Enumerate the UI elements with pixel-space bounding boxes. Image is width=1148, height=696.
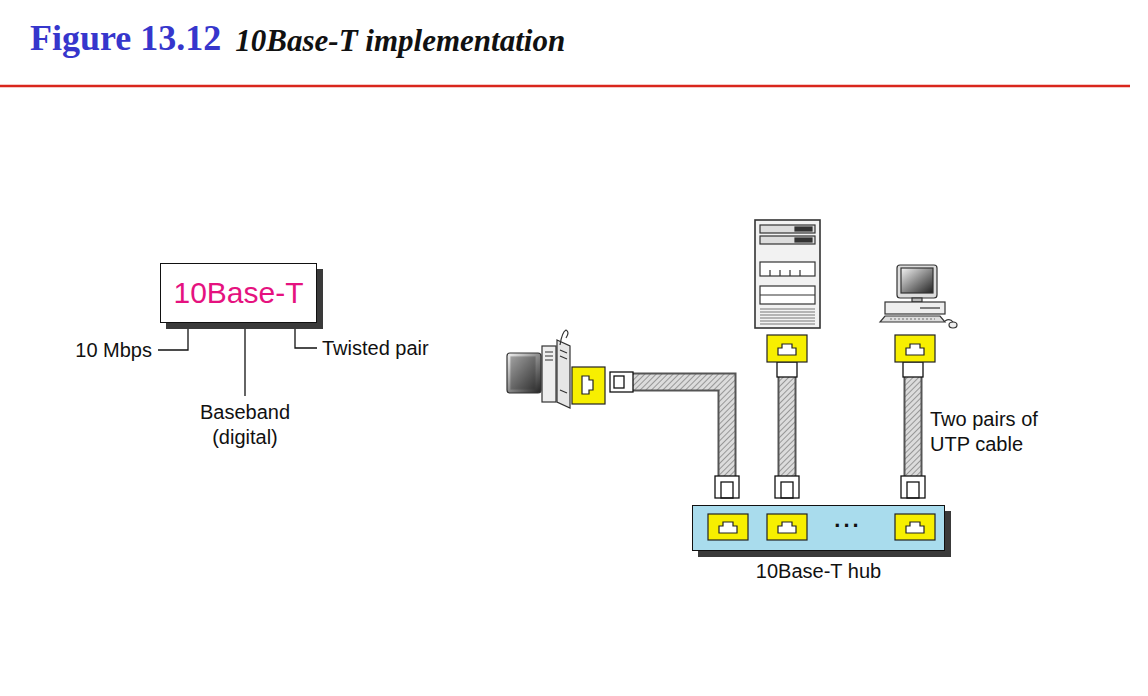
rj45-plug: [610, 372, 633, 392]
server-icon: [760, 236, 815, 244]
rj45-jack: [572, 335, 935, 540]
rj45-jack: [719, 522, 737, 533]
utp-cable: [632, 382, 727, 477]
rj45-jack: [906, 522, 924, 533]
utp-cable: [904, 372, 923, 477]
leader-line: [244, 323, 245, 396]
signal-type-label: Baseband (digital): [185, 400, 305, 450]
utp-cable: [780, 372, 795, 477]
rj45-plug: [775, 476, 799, 498]
utp-cable: [632, 382, 727, 477]
server-icon: [795, 227, 812, 231]
rj45-plug: [907, 482, 919, 498]
workstation-icon: [545, 352, 553, 360]
server-icon: [755, 220, 820, 328]
desktop-computer-icon: [890, 318, 935, 319]
desktop-computer-icon: [885, 302, 945, 314]
standard-name: 10Base-T: [173, 278, 303, 308]
workstation-icon: [507, 330, 570, 408]
server-icon: [770, 270, 800, 276]
desktop-computer-icon: [920, 307, 940, 308]
desktop-computer-icon: [949, 322, 957, 328]
leader-line: [158, 323, 317, 396]
data-rate-label: 10 Mbps: [75, 340, 152, 360]
medium-label: Twisted pair: [322, 338, 429, 358]
rj45-plug: [610, 362, 925, 498]
server-icon: [760, 309, 815, 324]
hub-label: 10Base-T hub: [756, 561, 881, 581]
rj45-plug: [903, 362, 923, 377]
rj45-plug: [721, 482, 733, 498]
server-icon: [755, 220, 820, 328]
rj45-jack: [895, 335, 935, 362]
workstation-icon: [560, 330, 568, 345]
utp-cable: [778, 372, 797, 477]
rj45-plug: [777, 362, 797, 377]
rj45-plug: [715, 476, 739, 498]
desktop-computer-icon: [897, 265, 937, 298]
ellipsis-mark: ...: [834, 509, 861, 531]
desktop-computer-icon: [880, 265, 957, 328]
workstation-icon: [511, 357, 535, 389]
figure-number: Figure 13.12: [30, 20, 221, 56]
standard-name-box: 10Base-T: [160, 263, 317, 323]
rj45-jack: [708, 514, 748, 540]
desktop-computer-icon: [880, 316, 945, 322]
workstation-icon: [560, 350, 567, 393]
hub-body: [692, 505, 945, 551]
desktop-computer-icon: [945, 320, 953, 322]
server-icon: [760, 225, 815, 233]
rj45-jack: [767, 335, 807, 362]
leader-line: [295, 323, 317, 348]
hub-box: 10Base-T hub: [692, 505, 945, 551]
desktop-computer-icon: [912, 298, 922, 302]
server-icon: [795, 238, 812, 242]
hub-body: [692, 505, 945, 551]
figure-title: 10Base-T implementation: [235, 25, 565, 56]
server-icon: [760, 294, 815, 295]
rj45-jack: [572, 367, 605, 404]
utp-cable: [906, 372, 921, 477]
rj45-jack: [778, 522, 796, 533]
title-rule: [0, 85, 1130, 88]
rj45-jack: [895, 514, 935, 540]
server-icon: [760, 286, 815, 304]
server-icon: [760, 262, 815, 276]
utp-cable: [632, 372, 913, 477]
rj45-plug: [781, 482, 793, 498]
rj45-plug: [614, 376, 624, 388]
desktop-computer-icon: [901, 268, 933, 293]
workstation-icon: [557, 340, 570, 408]
workstation-icon: [507, 353, 541, 393]
workstation-icon: [542, 346, 556, 402]
rj45-jack: [906, 344, 924, 355]
rj45-jack: [767, 514, 807, 540]
rj45-jack: [582, 376, 593, 394]
leader-line: [158, 323, 188, 350]
rj45-jack: [778, 344, 796, 355]
cable-callout: Two pairs of UTP cable: [930, 407, 1070, 457]
rj45-plug: [901, 476, 925, 498]
title-rule: [0, 86, 1130, 87]
